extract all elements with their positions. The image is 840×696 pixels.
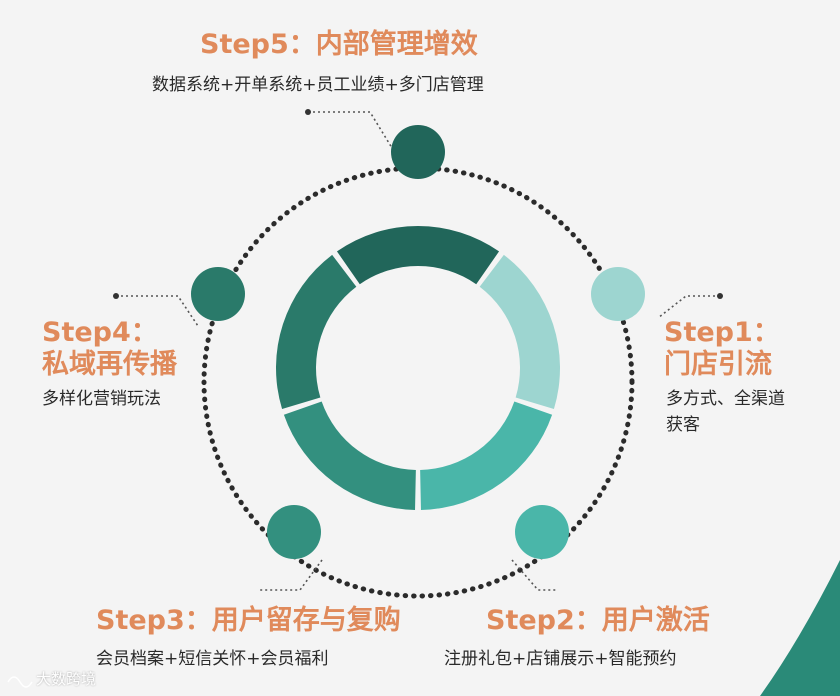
step5-node xyxy=(391,125,445,179)
donut-segment-step3 xyxy=(283,401,416,510)
step5-description: 数据系统+开单系统+员工业绩+多门店管理 xyxy=(152,75,484,95)
leader-dot-step1 xyxy=(717,293,723,299)
donut-segment-step4 xyxy=(276,254,357,410)
step4-node xyxy=(191,267,245,321)
donut-segment-step1 xyxy=(479,254,560,410)
step4-title-line2: 私域再传播 xyxy=(42,349,177,380)
leader-line-step5 xyxy=(308,111,393,149)
step2-node xyxy=(515,505,569,559)
leader-line-step4 xyxy=(116,295,199,327)
step1-title-line1: Step1： xyxy=(664,317,780,348)
step1-description-line1: 多方式、全渠道 xyxy=(666,389,785,409)
leader-line-step2 xyxy=(511,559,556,591)
step1-title-line2: 门店引流 xyxy=(664,349,772,380)
leader-lines xyxy=(116,111,720,591)
donut-ring xyxy=(276,225,560,510)
step2-title: Step2：用户激活 xyxy=(486,605,710,636)
corner-accent-shape xyxy=(760,560,840,696)
step4-title-line1: Step4： xyxy=(42,317,158,348)
step1-description-line2: 获客 xyxy=(666,415,700,435)
leader-line-step1 xyxy=(657,295,720,319)
leader-line-step3 xyxy=(258,559,323,591)
leader-endpoints xyxy=(113,109,723,299)
step3-node xyxy=(267,505,321,559)
step2-description: 注册礼包+店铺展示+智能预约 xyxy=(444,649,677,669)
step3-description: 会员档案+短信关怀+会员福利 xyxy=(96,649,329,669)
watermark-text: 大数跨境 xyxy=(36,670,97,688)
step3-title: Step3：用户留存与复购 xyxy=(96,605,401,636)
donut-segment-step2 xyxy=(420,401,553,510)
step5-title: Step5：内部管理增效 xyxy=(200,29,478,60)
donut-segment-step5 xyxy=(336,225,500,285)
watermark-logo-icon xyxy=(7,676,33,688)
leader-dot-step4 xyxy=(113,293,119,299)
step4-description: 多样化营销玩法 xyxy=(42,389,161,409)
outer-dotted-ring xyxy=(201,165,635,599)
step1-node xyxy=(591,267,645,321)
leader-dot-step5 xyxy=(305,109,311,115)
